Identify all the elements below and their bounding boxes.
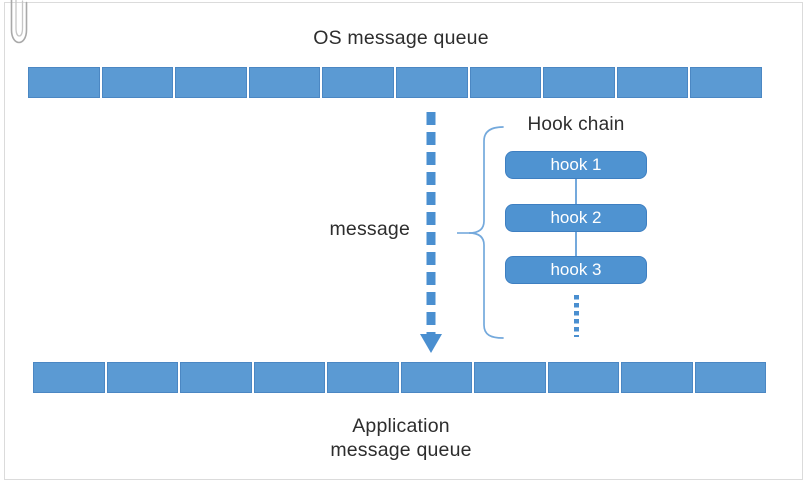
hook-chain-ellipsis (574, 295, 579, 337)
paperclip-icon (10, 0, 28, 44)
queue-segment (175, 67, 247, 98)
queue-segment (327, 362, 399, 393)
app-queue-title: Application message queue (201, 415, 601, 462)
queue-segment (33, 362, 105, 393)
application-message-queue-bar (33, 362, 766, 393)
hook-box: hook 2 (505, 203, 647, 232)
os-message-queue-bar (28, 67, 762, 98)
message-label: message (329, 218, 410, 240)
queue-segment (616, 67, 689, 98)
hook-connector (575, 231, 577, 256)
app-queue-title-line1: Application (352, 415, 450, 437)
queue-segment (101, 67, 174, 98)
hook-box: hook 1 (505, 151, 647, 179)
queue-segment (395, 67, 468, 98)
queue-segment (248, 67, 321, 98)
hook-chain-title: Hook chain (527, 114, 625, 135)
hook-chain-brace (457, 126, 504, 339)
queue-segment (474, 362, 546, 393)
queue-segment (543, 67, 615, 98)
queue-segment (322, 67, 394, 98)
hook-connector (575, 179, 577, 204)
queue-segment (547, 362, 619, 393)
queue-segment (253, 362, 325, 393)
app-queue-title-line2: message queue (330, 438, 472, 461)
queue-segment (400, 362, 472, 393)
queue-segment (469, 67, 542, 98)
queue-segment (690, 67, 762, 98)
hook-chain-stack: hook 1 hook 2 hook 3 (505, 151, 647, 291)
queue-segment (621, 362, 693, 393)
queue-segment (28, 67, 100, 98)
queue-segment (180, 362, 252, 393)
queue-segment (694, 362, 766, 393)
message-flow-arrow (420, 112, 442, 353)
os-queue-title: OS message queue (313, 27, 489, 49)
queue-segment (106, 362, 178, 393)
hook-box: hook 3 (505, 256, 647, 284)
